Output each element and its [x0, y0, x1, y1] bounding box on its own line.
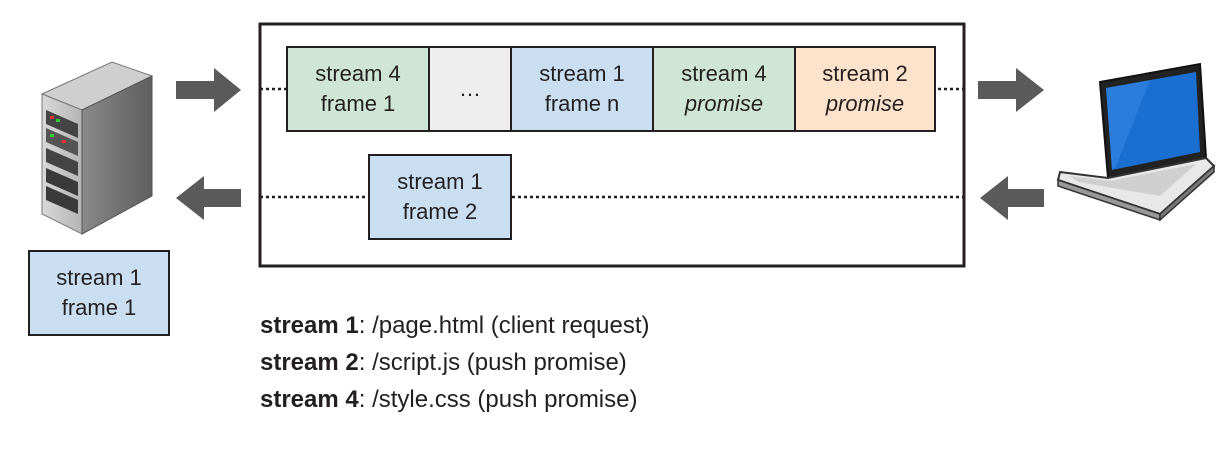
frame-ellipsis: … [428, 46, 512, 132]
frame-stream2-promise: stream 2 promise [794, 46, 936, 132]
frame-stream4-promise: stream 4 promise [652, 46, 796, 132]
legend-item-stream1: stream 1: /page.html (client request) [260, 312, 650, 340]
legend-item-stream2: stream 2: /script.js (push promise) [260, 349, 627, 377]
arrow-right-icon [978, 68, 1044, 112]
frame-stream1-frame2: stream 1 frame 2 [368, 154, 512, 240]
legend-desc: : /style.css (push promise) [358, 386, 638, 413]
legend-item-stream4: stream 4: /style.css (push promise) [260, 386, 637, 414]
laptop-icon [1056, 62, 1216, 222]
legend-desc: : /page.html (client request) [358, 312, 650, 339]
frame-stream4-frame1: stream 4 frame 1 [286, 46, 430, 132]
frame-line1: stream 2 [822, 61, 908, 86]
connection-box [258, 22, 966, 268]
frame-line1: stream 1 [539, 61, 625, 86]
frame-stream1-framen: stream 1 frame n [510, 46, 654, 132]
frame-line1: stream 1 [56, 265, 142, 290]
frame-line2: promise [684, 91, 764, 116]
legend-desc: : /script.js (push promise) [358, 349, 627, 376]
server-frame-stream1-frame1: stream 1 frame 1 [28, 250, 170, 336]
frame-line1: stream 4 [681, 61, 767, 86]
legend-label: stream 2 [260, 349, 359, 376]
frame-line1: stream 4 [315, 61, 401, 86]
arrow-right-icon [176, 68, 241, 112]
frame-line2: promise [825, 91, 905, 116]
legend-label: stream 4 [260, 386, 359, 413]
arrow-left-icon [980, 176, 1044, 220]
frame-line2: frame 1 [320, 91, 396, 116]
server-tower-icon [40, 61, 154, 235]
frame-line2: frame 1 [61, 295, 137, 320]
arrow-left-icon [176, 176, 241, 220]
frame-line2: frame n [544, 91, 620, 116]
frame-line1: stream 1 [397, 169, 483, 194]
frame-line1: … [459, 76, 481, 101]
frame-line2: frame 2 [402, 199, 478, 224]
legend-label: stream 1 [260, 312, 359, 339]
